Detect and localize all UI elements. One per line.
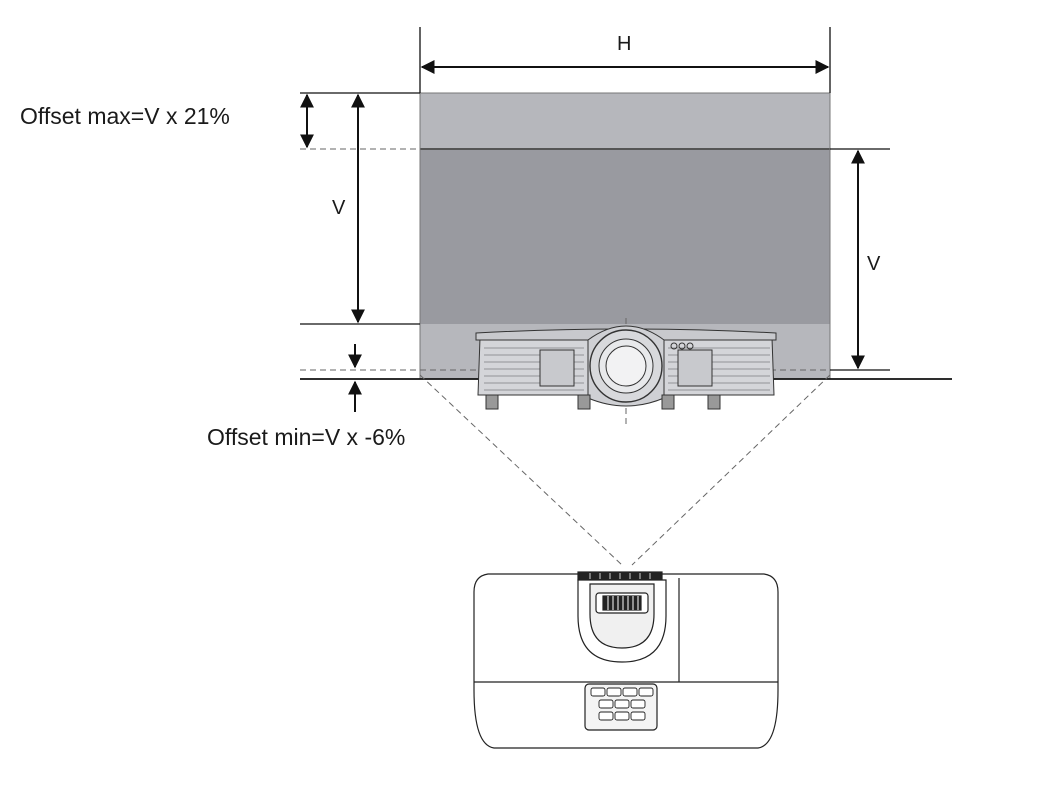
- height-label-right: V: [867, 253, 881, 275]
- projector-front-view: [475, 325, 777, 410]
- height-label-left: V: [332, 197, 346, 219]
- image-area: [420, 149, 830, 324]
- projector-top-view: [473, 571, 779, 749]
- offset-min-label: Offset min=V x -6%: [207, 424, 405, 450]
- dimension-arrows: [300, 60, 865, 412]
- offset-max-label: Offset max=V x 21%: [20, 103, 230, 129]
- offset-max-band: [420, 93, 830, 149]
- width-label: H: [617, 33, 631, 55]
